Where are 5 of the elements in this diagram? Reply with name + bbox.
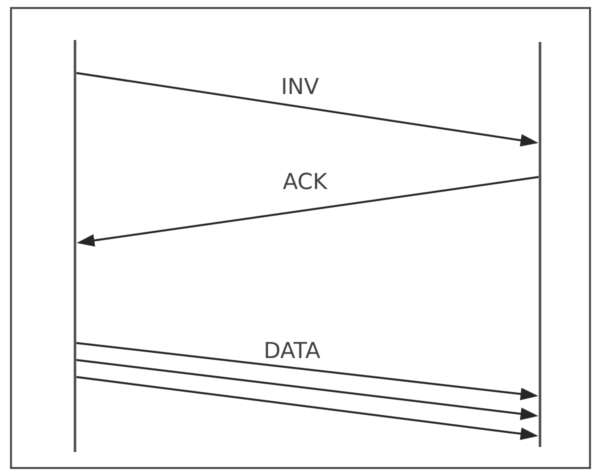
edge-label: DATA: [266, 342, 320, 358]
lifeline: [74, 40, 76, 452]
edge-label: INV: [283, 78, 319, 94]
lifeline: [538, 42, 542, 447]
edge-label: ACK: [282, 172, 328, 190]
